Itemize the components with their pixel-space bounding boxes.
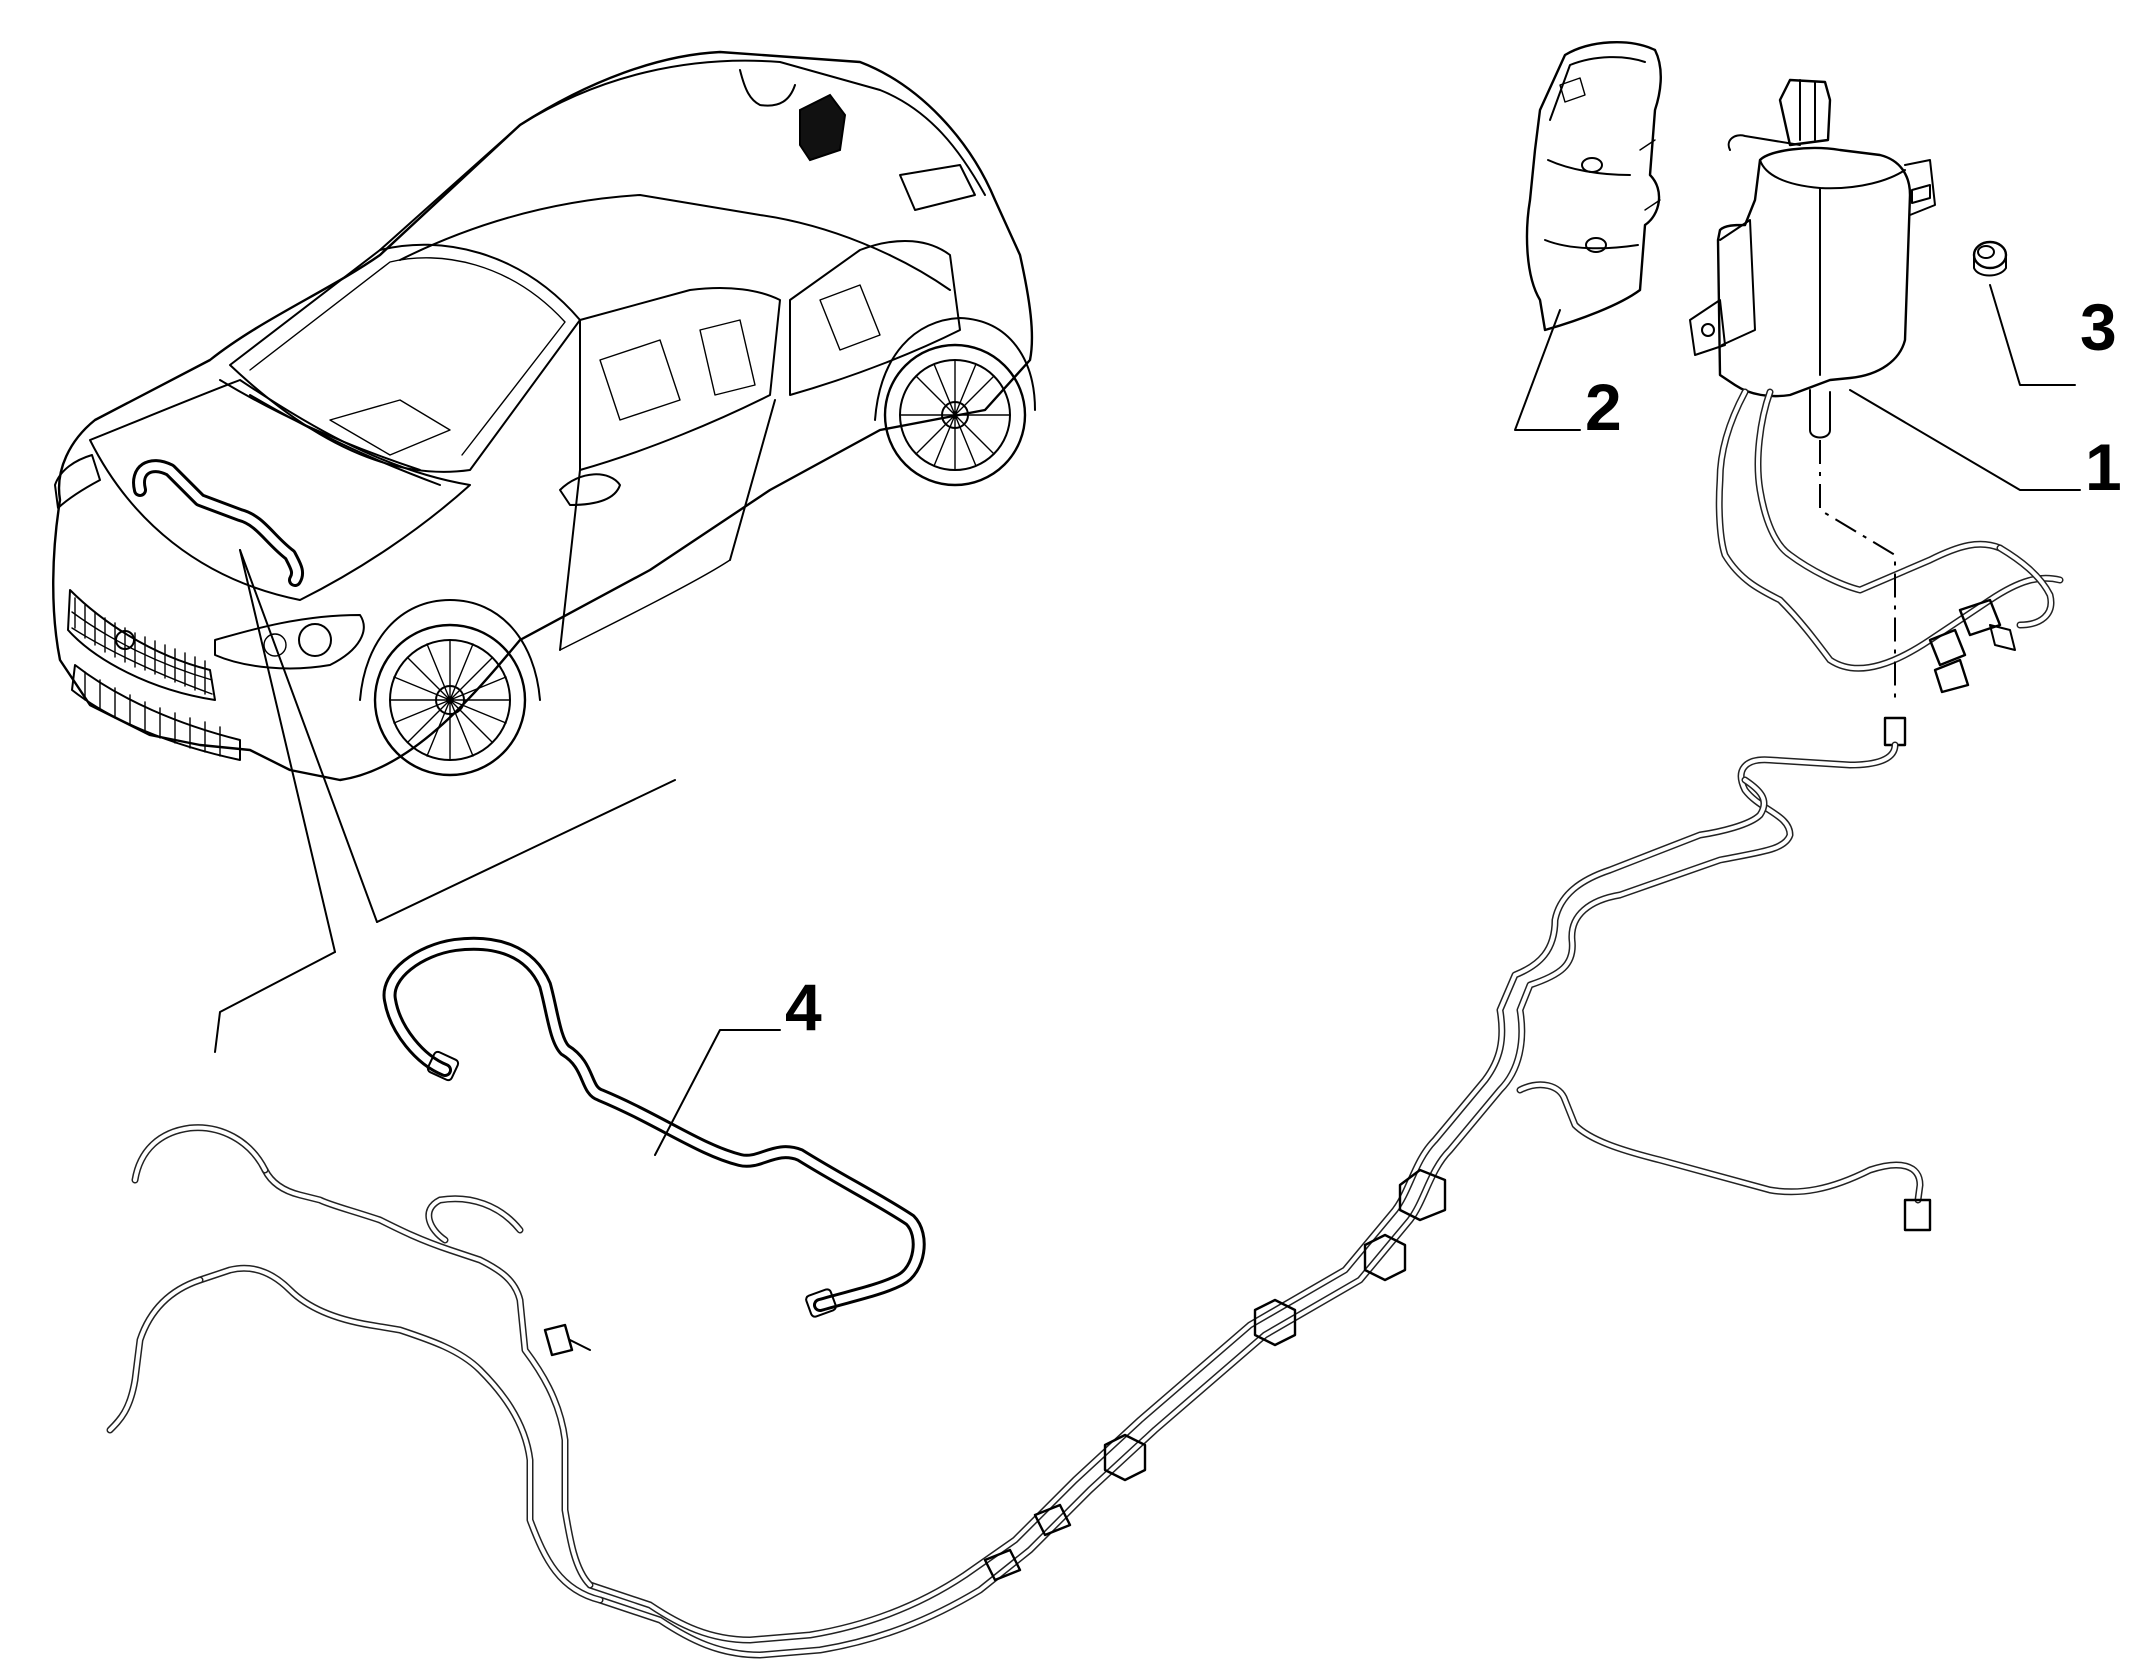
callout-label-3: 3 bbox=[2080, 290, 2117, 364]
callout-1: 1 bbox=[1849, 389, 2122, 504]
callout-2: 2 bbox=[1514, 309, 1622, 444]
detail-pointer-lines bbox=[214, 549, 676, 1053]
part-1-canister bbox=[1689, 78, 2064, 694]
callout-label-1: 1 bbox=[2085, 430, 2122, 504]
callout-3: 3 bbox=[1989, 284, 2117, 386]
pipe-routing bbox=[106, 716, 1932, 1659]
callout-label-4: 4 bbox=[785, 970, 822, 1044]
callout-label-2: 2 bbox=[1585, 370, 1622, 444]
part-3-grommet bbox=[1972, 240, 2008, 277]
rear-wheel bbox=[874, 317, 1036, 487]
part-2-shield bbox=[1525, 41, 1662, 332]
front-wheel bbox=[359, 599, 541, 777]
callout-4: 4 bbox=[654, 970, 822, 1156]
part-4-tube bbox=[382, 936, 926, 1318]
car-illustration bbox=[52, 50, 1036, 782]
axis-line bbox=[1819, 440, 1896, 700]
